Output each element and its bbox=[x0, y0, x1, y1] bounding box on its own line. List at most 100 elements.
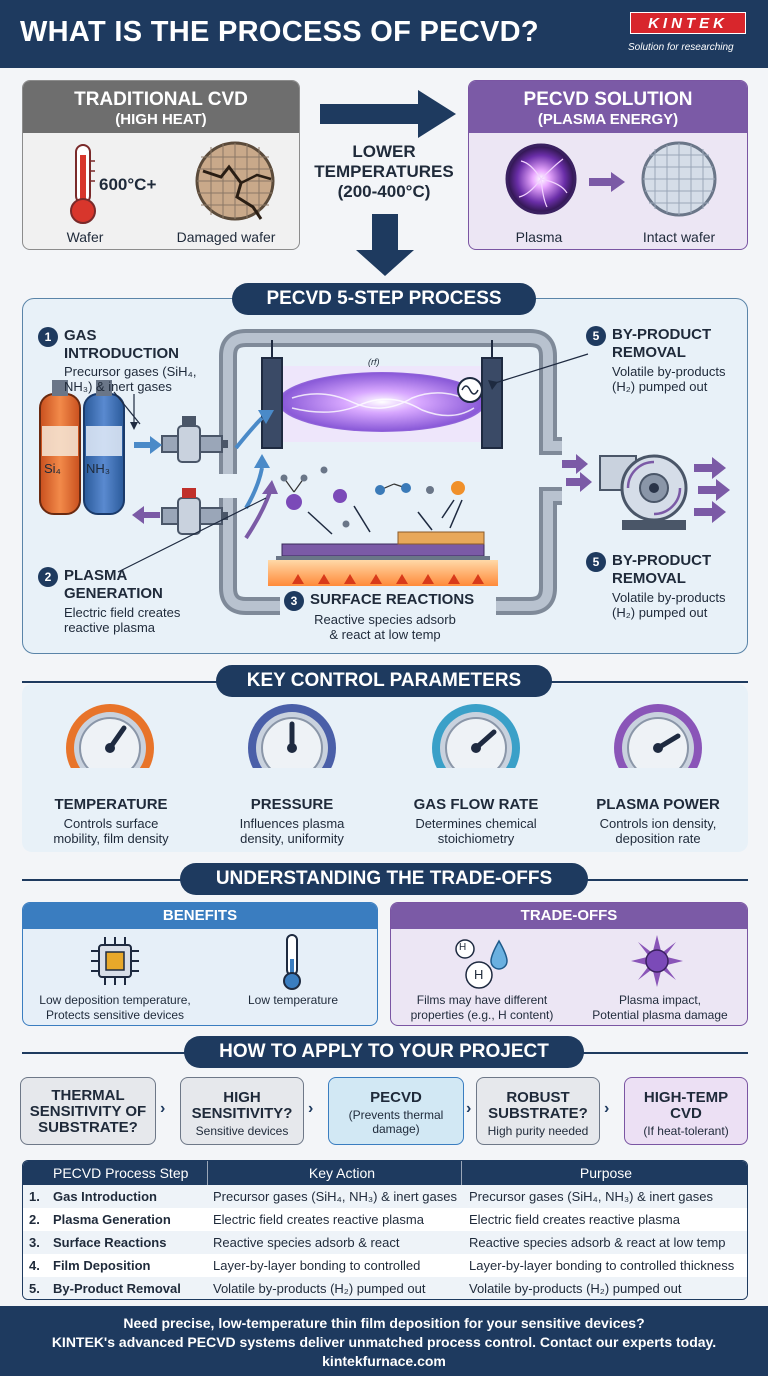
row1-step: Gas Introduction bbox=[53, 1189, 157, 1204]
rf-label: (rf) bbox=[368, 357, 380, 367]
pecvd-solution-panel: PECVD SOLUTION (PLASMA ENERGY) Plasma In… bbox=[468, 80, 748, 250]
table-row: 1. Gas Introduction Precursor gases (SiH… bbox=[23, 1185, 747, 1208]
footer-line1: Need precise, low-temperature thin film … bbox=[123, 1315, 645, 1331]
flow-arrow-3-icon: › bbox=[466, 1100, 472, 1117]
flow4-desc: High purity needed bbox=[487, 1124, 589, 1138]
params-section-heading: KEY CONTROL PARAMETERS bbox=[216, 665, 552, 697]
gauge-temperature-icon bbox=[66, 704, 154, 796]
benefits-title: BENEFITS bbox=[23, 903, 377, 929]
table-row: 3. Surface Reactions Reactive species ad… bbox=[23, 1231, 747, 1254]
step5b-title-line1: BY-PRODUCT bbox=[612, 552, 712, 569]
damaged-wafer-caption: Damaged wafer bbox=[176, 229, 276, 245]
param-pressure-title: PRESSURE bbox=[250, 796, 334, 813]
intact-wafer-caption: Intact wafer bbox=[642, 229, 716, 245]
plasma-caption: Plasma bbox=[515, 229, 563, 245]
tradeoff-b-line1: Plasma impact, bbox=[618, 993, 702, 1007]
benefit-a-line2: Protects sensitive devices bbox=[45, 1008, 185, 1022]
row3-action: Reactive species adsorb & react bbox=[213, 1235, 400, 1250]
step2-number: 2 bbox=[38, 567, 58, 587]
flow-arrow-1-icon: › bbox=[160, 1100, 166, 1117]
flow3-line1: PECVD bbox=[370, 1089, 422, 1106]
row1-num: 1. bbox=[29, 1189, 40, 1204]
row5-num: 5. bbox=[29, 1281, 40, 1296]
tradeoff-a-line2: properties (e.g., H content) bbox=[410, 1008, 554, 1022]
flow-box-pecvd: PECVD (Prevents thermal damage) bbox=[328, 1077, 464, 1145]
transition-label-line2: TEMPERATURES bbox=[314, 162, 454, 181]
parameter-gauges bbox=[66, 704, 702, 796]
table-header-step: PECVD Process Step bbox=[53, 1165, 189, 1181]
cvd-title: TRADITIONAL CVD bbox=[74, 89, 248, 110]
param-pressure-desc2: density, uniformity bbox=[240, 831, 344, 846]
param-temperature-desc1: Controls surface bbox=[63, 816, 159, 831]
chip-icon bbox=[91, 937, 139, 985]
table-header-action: Key Action bbox=[308, 1165, 376, 1181]
tradeoffs-panel: TRADE-OFFS H H Films may have different … bbox=[390, 902, 748, 1026]
hydrogen-small-label: H bbox=[459, 942, 467, 953]
row5-purpose: Volatile by-products (H₂) pumped out bbox=[469, 1281, 682, 1296]
step2-desc-line1: Electric field creates bbox=[64, 605, 181, 620]
row2-num: 2. bbox=[29, 1212, 40, 1227]
param-power-title: PLASMA POWER bbox=[596, 796, 720, 813]
flow-box-high-sensitivity: HIGH SENSITIVITY? Sensitive devices bbox=[180, 1077, 304, 1145]
row4-purpose: Layer-by-layer bonding to controlled thi… bbox=[469, 1258, 735, 1273]
param-power-desc1: Controls ion density, bbox=[599, 816, 717, 831]
flow-box-thermal-sensitivity: THERMAL SENSITIVITY OF SUBSTRATE? bbox=[20, 1077, 156, 1145]
traditional-cvd-panel: TRADITIONAL CVD (HIGH HEAT) 600°C+ Wafer… bbox=[22, 80, 300, 250]
transform-arrow-icon bbox=[589, 172, 625, 192]
param-gasflow-desc2: stoichiometry bbox=[437, 831, 515, 846]
step5a-desc-line1: Volatile by-products bbox=[612, 364, 726, 379]
benefit-b: Low temperature bbox=[247, 993, 339, 1007]
step1-title-line1: GAS bbox=[64, 327, 97, 344]
param-gasflow-title: GAS FLOW RATE bbox=[413, 796, 539, 813]
table-row: 5. By-Product Removal Volatile by-produc… bbox=[23, 1277, 747, 1299]
brand-tagline: Solution for researching bbox=[628, 42, 734, 53]
transition-label-line3: (200-400°C) bbox=[337, 182, 431, 201]
flow2-line2: SENSITIVITY? bbox=[191, 1105, 293, 1122]
step2-desc-line2: reactive plasma bbox=[64, 620, 156, 635]
table-header-row bbox=[23, 1161, 747, 1185]
row5-step: By-Product Removal bbox=[53, 1281, 181, 1296]
footer-cta: Need precise, low-temperature thin film … bbox=[0, 1306, 768, 1376]
thermometer-low-icon bbox=[283, 934, 301, 990]
right-arrow-icon bbox=[320, 90, 456, 138]
row4-action: Layer-by-layer bonding to controlled bbox=[213, 1258, 421, 1273]
wafer-caption: Wafer bbox=[66, 229, 104, 245]
step5a-number: 5 bbox=[586, 326, 606, 346]
param-temperature-desc2: mobility, film density bbox=[53, 831, 169, 846]
row2-purpose: Electric field creates reactive plasma bbox=[469, 1212, 680, 1227]
row3-num: 3. bbox=[29, 1235, 40, 1250]
footer-website-link[interactable]: kintekfurnace.com bbox=[322, 1353, 446, 1369]
flow5-line2: CVD bbox=[670, 1105, 702, 1122]
row3-step: Surface Reactions bbox=[53, 1235, 167, 1250]
transition-label-line1: LOWER bbox=[352, 142, 416, 161]
benefits-panel: BENEFITS Low deposition temperature, Pro… bbox=[22, 902, 378, 1026]
flow4-line1: ROBUST bbox=[506, 1089, 570, 1106]
flow1-line3: SUBSTRATE? bbox=[38, 1119, 138, 1136]
tradeoffs-title: TRADE-OFFS bbox=[391, 903, 747, 929]
step5a-desc-line2: (H₂) pumped out bbox=[612, 379, 708, 394]
step5b-desc-line1: Volatile by-products bbox=[612, 590, 726, 605]
step1-title-line2: INTRODUCTION bbox=[64, 345, 179, 362]
row1-purpose: Precursor gases (SiH₄, NH₃) & inert gase… bbox=[469, 1189, 713, 1204]
flow5-desc: (If heat-tolerant) bbox=[643, 1124, 729, 1138]
down-arrow-icon bbox=[356, 214, 414, 276]
step5b-desc-line2: (H₂) pumped out bbox=[612, 605, 708, 620]
step3-desc-line1: Reactive species adsorb bbox=[314, 612, 456, 627]
row1-action: Precursor gases (SiH₄, NH₃) & inert gase… bbox=[213, 1189, 457, 1204]
step5b-title-line2: REMOVAL bbox=[612, 570, 686, 587]
cylinder-nh3-label: NH₃ bbox=[86, 461, 111, 476]
step5b-number: 5 bbox=[586, 552, 606, 572]
row3-purpose: Reactive species adsorb & react at low t… bbox=[469, 1235, 726, 1250]
step5a-title-line1: BY-PRODUCT bbox=[612, 326, 712, 343]
plasma-orb-icon bbox=[505, 143, 577, 215]
flow-arrow-4-icon: › bbox=[604, 1100, 610, 1117]
brand-logo[interactable]: KINTEK bbox=[630, 12, 746, 34]
row2-action: Electric field creates reactive plasma bbox=[213, 1212, 424, 1227]
pecvd-chamber-diagram bbox=[39, 329, 730, 615]
benefit-a-line1: Low deposition temperature, bbox=[39, 993, 191, 1007]
flow-arrow-2-icon: › bbox=[308, 1100, 314, 1117]
flow5-line1: HIGH-TEMP bbox=[643, 1089, 729, 1106]
pecvd-panel-header: PECVD SOLUTION (PLASMA ENERGY) bbox=[469, 81, 747, 133]
flow-box-robust-substrate: ROBUST SUBSTRATE? High purity needed bbox=[476, 1077, 600, 1145]
param-temperature-title: TEMPERATURE bbox=[54, 796, 168, 813]
